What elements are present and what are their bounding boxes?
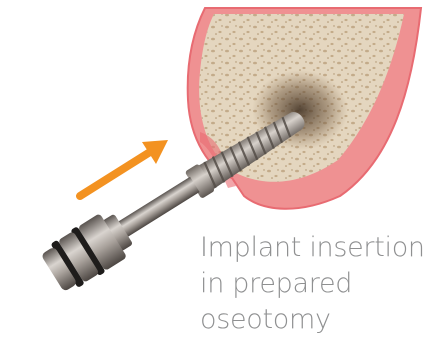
diagram-caption: Implant insertion in prepared oseotomy xyxy=(200,230,441,338)
insertion-direction-arrow-icon xyxy=(80,140,168,196)
caption-line-3: oseotomy xyxy=(200,302,441,338)
caption-line-1: Implant insertion xyxy=(200,230,441,266)
caption-line-2: in prepared xyxy=(200,266,441,302)
driver-shaft xyxy=(117,177,199,238)
